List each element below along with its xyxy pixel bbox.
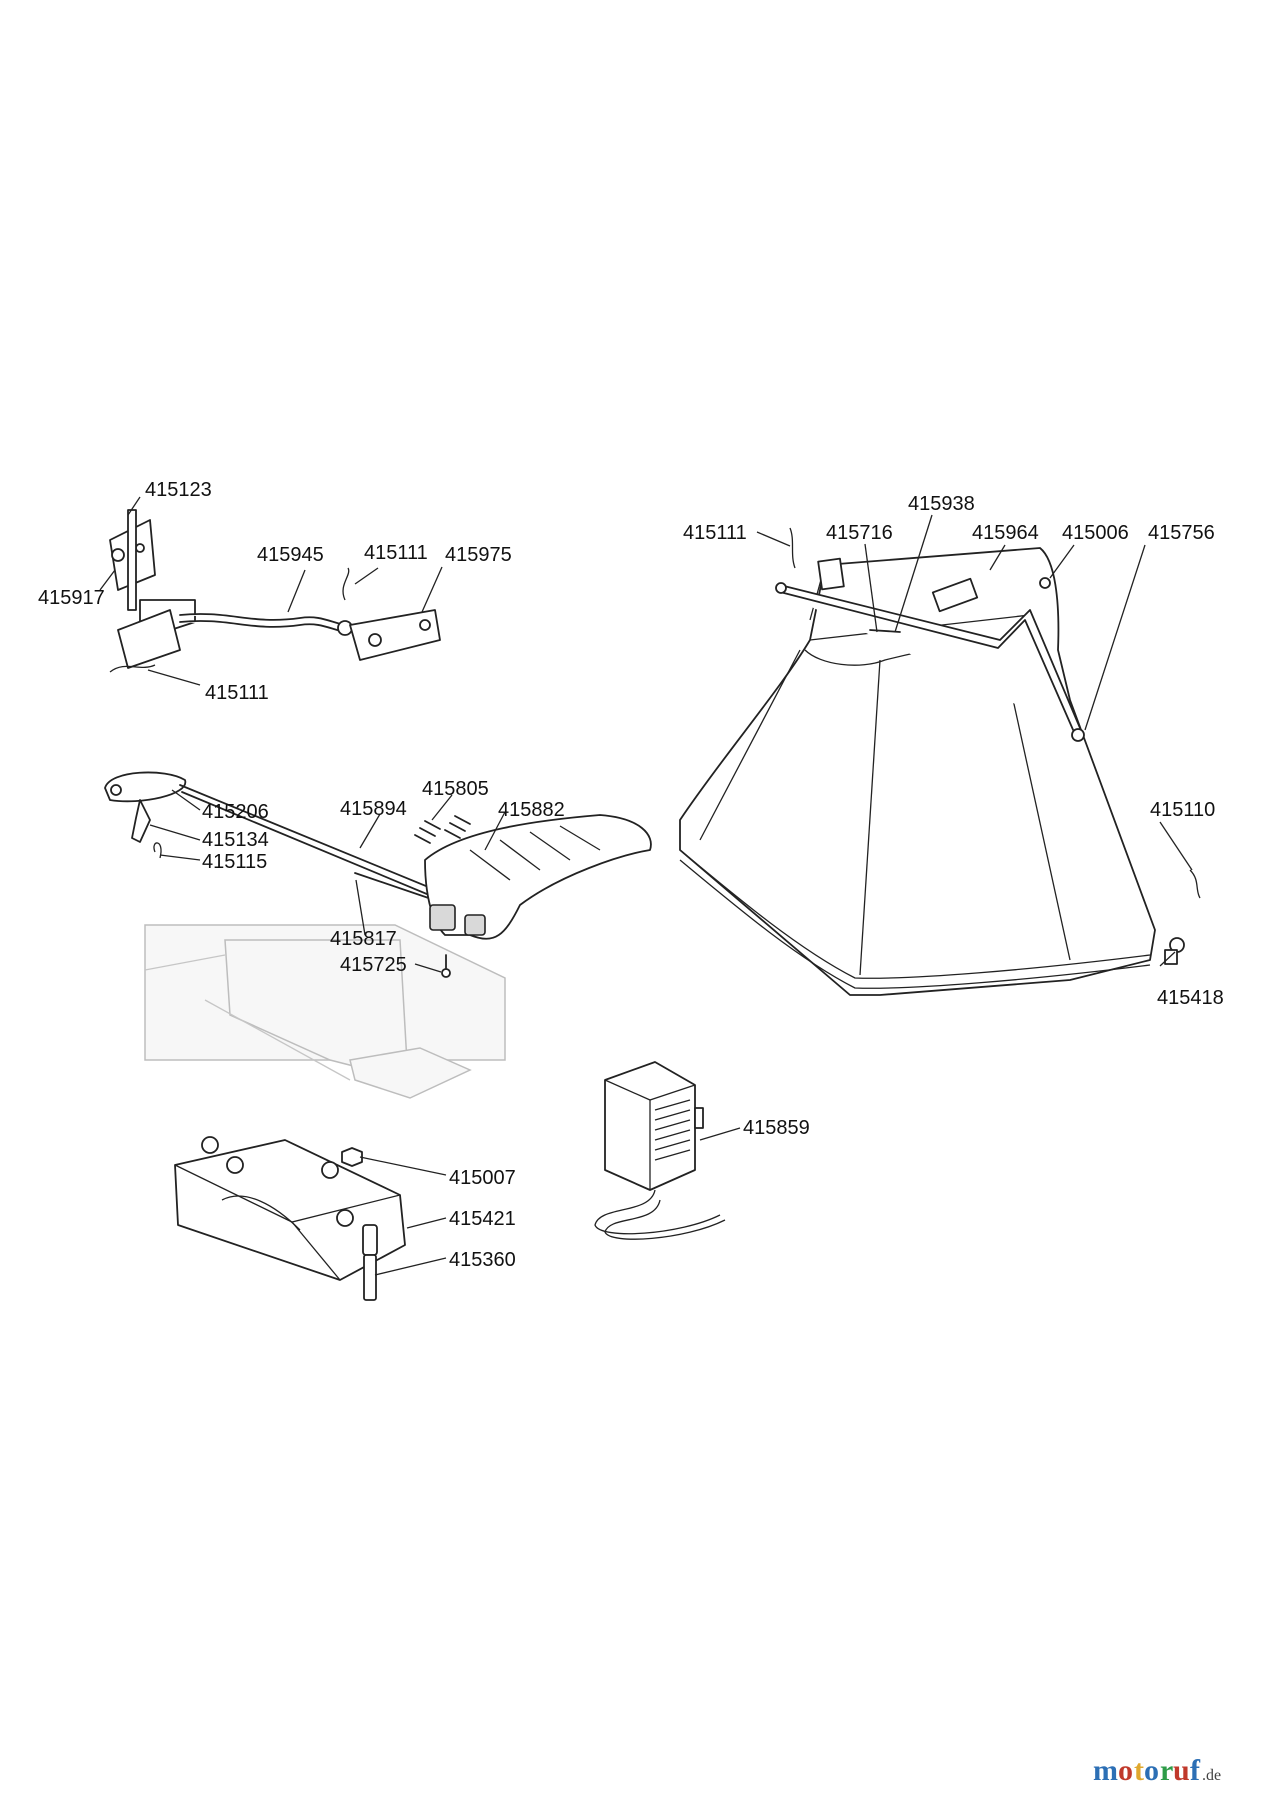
label-415111-hitch-bottom: 415111: [205, 682, 269, 704]
label-415917: 415917: [38, 587, 105, 609]
label-415418: 415418: [1157, 987, 1224, 1009]
label-415115: 415115: [202, 851, 267, 873]
label-415756: 415756: [1148, 522, 1215, 544]
leader-lines: [99, 496, 1193, 1276]
label-415111-catcher: 415111: [683, 522, 747, 544]
logo-letter: o: [1144, 1754, 1159, 1787]
part-labels: 415123 415917 415945 415111 415975 41511…: [38, 479, 1224, 1271]
label-415206: 415206: [202, 801, 269, 823]
logo-letter: u: [1173, 1754, 1190, 1787]
logo-letter: r: [1160, 1754, 1173, 1787]
label-415007: 415007: [449, 1167, 516, 1189]
logo-letter: t: [1134, 1754, 1144, 1787]
battery-charger: [594, 1061, 726, 1240]
label-415360: 415360: [449, 1249, 516, 1271]
mower-frame-ghost: [144, 924, 506, 1099]
label-415975: 415975: [445, 544, 512, 566]
label-415938: 415938: [908, 493, 975, 515]
hitch-assembly: [109, 509, 441, 673]
label-415110: 415110: [1150, 799, 1215, 821]
label-415894: 415894: [340, 798, 407, 820]
label-415134: 415134: [202, 829, 269, 851]
label-415716: 415716: [826, 522, 893, 544]
label-415725: 415725: [340, 954, 407, 976]
grass-catcher: [679, 527, 1201, 996]
lever-assembly: [104, 771, 652, 978]
label-415882: 415882: [498, 799, 565, 821]
label-415421: 415421: [449, 1208, 516, 1230]
logo-letter: m: [1093, 1754, 1118, 1787]
label-415964: 415964: [972, 522, 1039, 544]
label-415111-hitch-top: 415111: [364, 542, 428, 564]
svg-text:.de: .de: [1202, 1767, 1221, 1784]
logo-letter: f: [1190, 1754, 1201, 1787]
label-415859: 415859: [743, 1117, 810, 1139]
label-415945: 415945: [257, 544, 324, 566]
label-415123: 415123: [145, 479, 212, 501]
label-415805: 415805: [422, 778, 489, 800]
battery-base: [174, 1136, 406, 1301]
logo-letter: o: [1118, 1754, 1133, 1787]
label-415817: 415817: [330, 928, 397, 950]
label-415006: 415006: [1062, 522, 1129, 544]
